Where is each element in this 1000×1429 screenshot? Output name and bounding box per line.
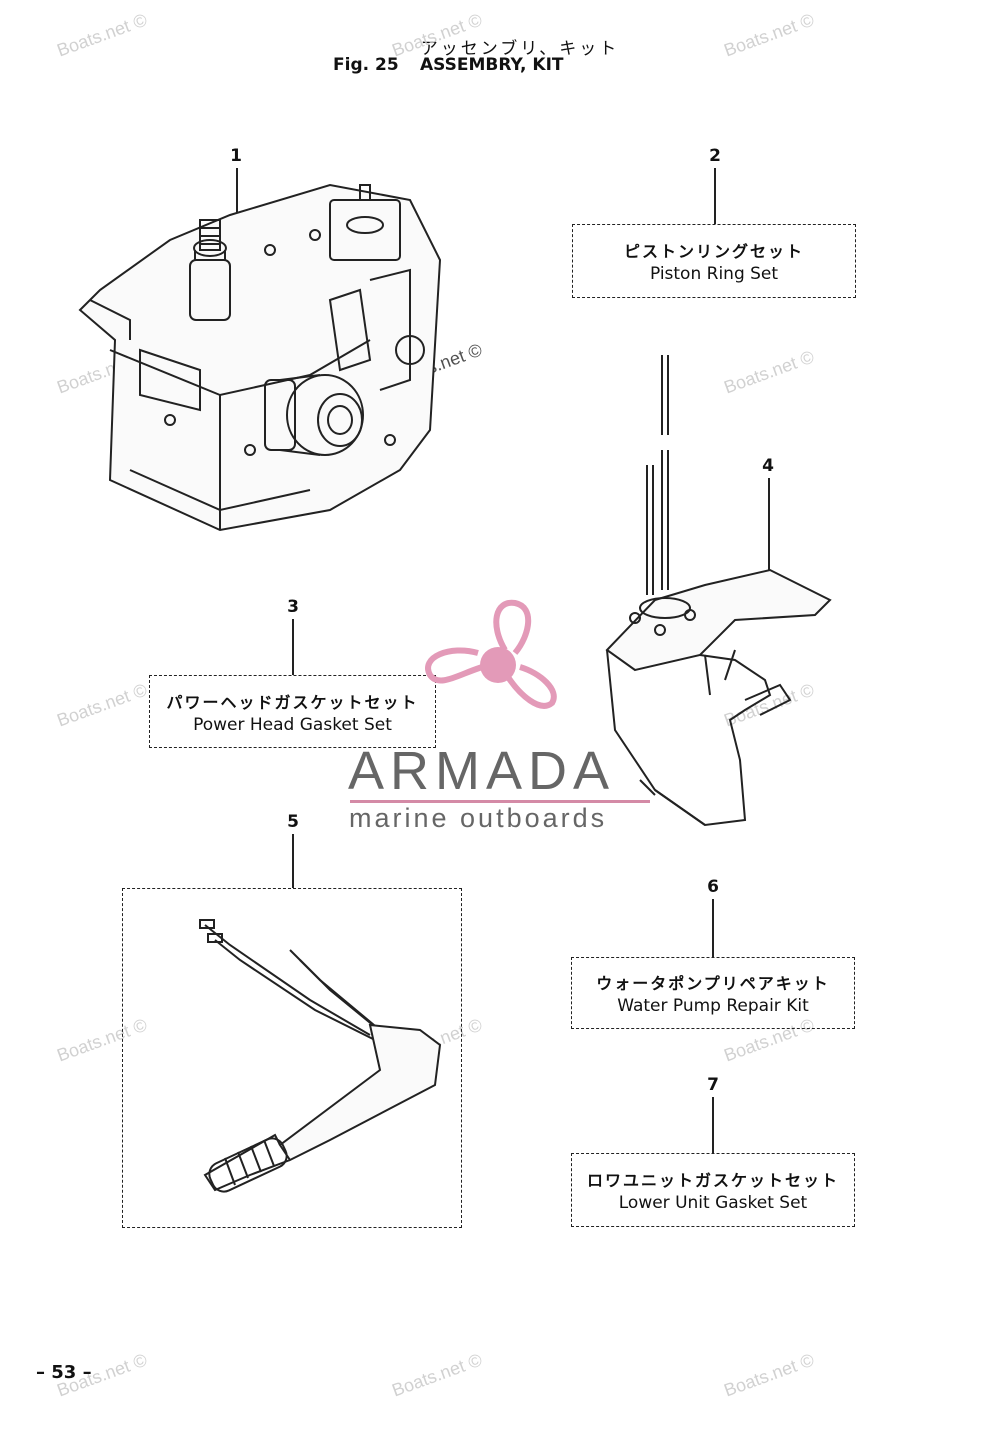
callout-leader-7 xyxy=(712,1097,714,1153)
callout-number-5: 5 xyxy=(287,812,299,832)
kit-label-en: Piston Ring Set xyxy=(649,264,779,284)
title-japanese: アッセンブリ、キット xyxy=(420,39,620,59)
callout-leader-1 xyxy=(236,168,238,220)
kit-box-lower-unit-gasket-set: ロワユニットガスケットセット Lower Unit Gasket Set xyxy=(571,1153,855,1227)
callout-number-2: 2 xyxy=(709,146,721,166)
figure-label: Fig. 25 xyxy=(333,55,399,75)
callout-leader-3 xyxy=(292,619,294,675)
kit-box-power-head-gasket-set: パワーヘッドガスケットセット Power Head Gasket Set xyxy=(149,675,436,748)
figure-name: ASSEMBRY, KIT xyxy=(420,55,564,75)
watermark: Boats.net © xyxy=(54,679,150,731)
kit-label-en: Lower Unit Gasket Set xyxy=(618,1193,808,1213)
tiller-handle-illustration xyxy=(199,919,442,1193)
page-number: – 53 – xyxy=(36,1362,92,1383)
callout-leader-4 xyxy=(768,478,770,570)
kit-box-tiller-handle xyxy=(122,888,462,1228)
callout-leader-5 xyxy=(292,834,294,888)
kit-label-jp: ウォータポンプリペアキット xyxy=(596,974,830,993)
callout-number-6: 6 xyxy=(707,877,719,897)
logo-divider xyxy=(350,800,650,803)
propeller-logo-icon xyxy=(425,599,557,709)
callout-leader-2 xyxy=(714,168,716,224)
kit-box-piston-ring-set: ピストンリングセット Piston Ring Set xyxy=(572,224,856,298)
callout-number-7: 7 xyxy=(707,1075,719,1095)
logo-wordmark: ARMADA xyxy=(348,741,616,801)
power-head-illustration xyxy=(78,183,442,532)
watermark: Boats.net © xyxy=(721,1349,817,1401)
kit-label-en: Water Pump Repair Kit xyxy=(617,996,809,1016)
logo-tagline: marine outboards xyxy=(349,803,608,833)
kit-label-jp: ロワユニットガスケットセット xyxy=(586,1171,839,1190)
lower-unit-illustration xyxy=(605,355,832,827)
callout-leader-6 xyxy=(712,899,714,957)
watermark: Boats.net © xyxy=(389,1349,485,1401)
kit-label-jp: パワーヘッドガスケットセット xyxy=(166,692,419,712)
callout-number-3: 3 xyxy=(287,597,299,617)
kit-label-en: Power Head Gasket Set xyxy=(193,714,392,735)
callout-number-1: 1 xyxy=(230,146,242,166)
kit-label-jp: ピストンリングセット xyxy=(623,242,804,261)
kit-box-water-pump-repair-kit: ウォータポンプリペアキット Water Pump Repair Kit xyxy=(571,957,855,1029)
callout-number-4: 4 xyxy=(762,456,774,476)
